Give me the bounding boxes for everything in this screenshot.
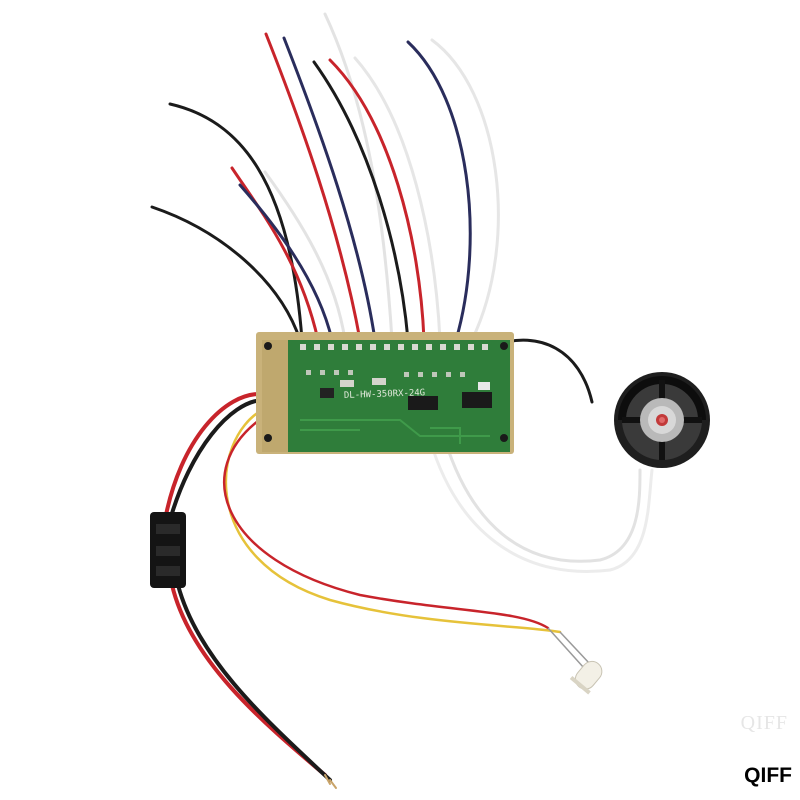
wire-black-lower (176, 583, 332, 782)
wire-tips (324, 774, 337, 789)
solder-pad-row (300, 344, 488, 350)
wire-red-led (223, 416, 550, 630)
wire-white-3 (353, 56, 442, 342)
jst-connector (150, 512, 186, 588)
wire-blue-3 (406, 40, 472, 342)
second-pad-row (306, 370, 465, 377)
wire-white-2 (323, 12, 394, 342)
wire-white-4 (430, 38, 500, 342)
pcb-board: DL-HW-350RX-24G (256, 332, 514, 454)
speaker (614, 372, 710, 468)
wire-blue-1 (238, 183, 334, 342)
board-silkscreen: DL-HW-350RX-24G (344, 388, 426, 401)
wire-red-1 (230, 166, 320, 342)
wire-black-1 (168, 102, 304, 342)
wire-black-3 (312, 60, 410, 342)
wire-red-lower (170, 583, 327, 777)
wire-black-2 (150, 205, 302, 342)
wire-blue-2 (282, 36, 377, 342)
bottom-wire-bundle (163, 391, 654, 782)
wire-white-speaker-2 (428, 438, 654, 573)
brand-watermark: QIFF (744, 764, 792, 787)
wire-red-2 (264, 32, 362, 342)
traces (300, 419, 490, 444)
wire-black-power (168, 398, 264, 522)
wire-white-1 (263, 170, 347, 342)
top-wire-bundle (150, 12, 594, 404)
wire-white-speaker-1 (443, 438, 642, 563)
watermark-faint: QIFF (740, 712, 788, 734)
led (547, 627, 603, 695)
wire-red-3 (328, 58, 426, 342)
chips (320, 378, 492, 410)
wire-red-power (163, 391, 264, 522)
